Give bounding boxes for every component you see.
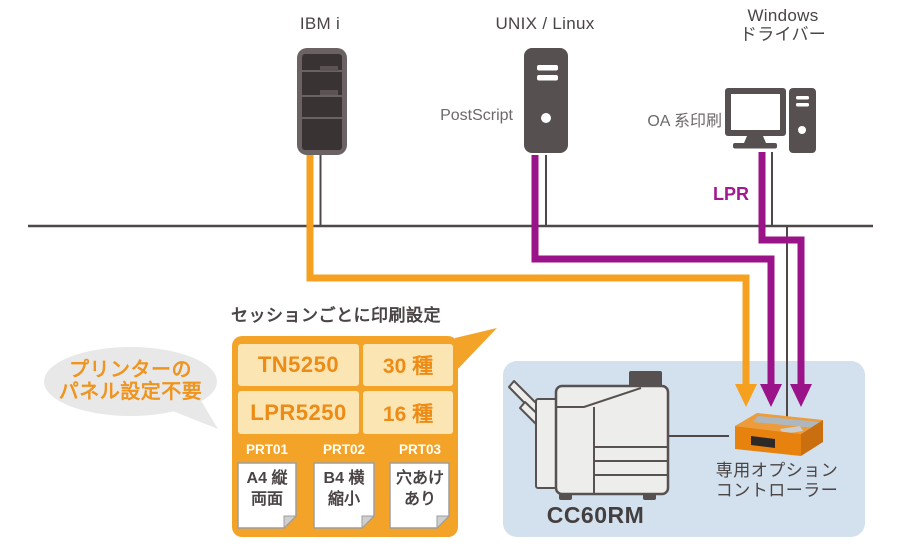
prt01-setting-line2: 両面 [250, 491, 283, 508]
session-protocol-tn5250: TN5250 [238, 344, 359, 386]
windows-host-label: Windows ドライバー [728, 6, 838, 44]
lpr-protocol-label: LPR [713, 184, 749, 204]
controller-label: 専用オプション コントローラー [697, 461, 857, 501]
printer-id-prt01: PRT01 [245, 442, 289, 457]
prt01-settings: A4 縦 両面 [237, 468, 297, 510]
unix-host-label: UNIX / Linux [495, 14, 595, 33]
session-box-tail [455, 328, 497, 372]
ibmi-server-icon [297, 48, 347, 155]
session-count-lpr5250: 16 種 [363, 391, 453, 434]
prt02-settings: B4 横 縮小 [314, 468, 374, 510]
windows-host-label-line2: ドライバー [739, 25, 827, 44]
prt03-setting-line1: 穴あけ [395, 470, 444, 487]
controller-label-line2: コントローラー [715, 481, 839, 500]
session-settings-title: セッションごとに印刷設定 [231, 306, 441, 325]
prt03-settings: 穴あけ あり [389, 468, 451, 510]
callout-text: プリンターの パネル設定不要 [44, 359, 217, 403]
printer-model-label: CC60RM [546, 502, 645, 528]
printer-id-prt02: PRT02 [322, 442, 366, 457]
session-count-tn5250: 30 種 [363, 344, 453, 386]
callout-line2: パネル設定不要 [58, 381, 203, 403]
ibmi-host-label: IBM i [299, 14, 341, 33]
callout-line1: プリンターの [69, 359, 192, 381]
controller-label-line1: 専用オプション [715, 461, 839, 480]
windows-pc-icon [725, 88, 816, 153]
oa-print-label: OA 系印刷 [647, 113, 722, 130]
printer-id-prt03: PRT03 [398, 442, 442, 457]
windows-host-label-line1: Windows [747, 6, 819, 25]
prt02-setting-line2: 縮小 [327, 491, 360, 508]
prt01-setting-line1: A4 縦 [246, 470, 288, 487]
unix-server-icon [524, 48, 568, 153]
prt02-setting-line1: B4 横 [323, 470, 365, 487]
session-protocol-lpr5250: LPR5250 [238, 391, 359, 434]
postscript-label: PostScript [440, 107, 513, 124]
prt03-setting-line2: あり [403, 491, 436, 508]
